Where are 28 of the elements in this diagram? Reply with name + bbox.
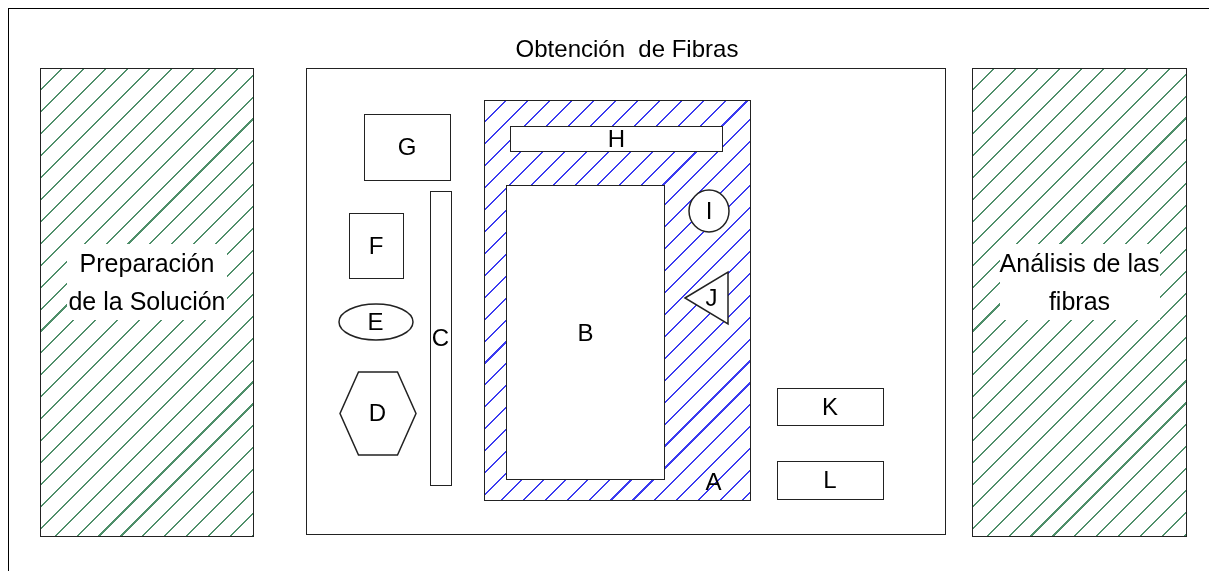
hexagon-component [338, 370, 417, 456]
component-label: G [396, 132, 418, 162]
component-label: F [367, 230, 385, 261]
component-label: H [606, 127, 627, 151]
component-label: J [704, 283, 719, 313]
ellipse-component [337, 302, 414, 341]
hatched-panel [40, 68, 254, 537]
component-box [348, 212, 404, 279]
hatched-panel [972, 68, 1187, 537]
component-label: L [822, 465, 838, 495]
component-label: E [366, 306, 385, 337]
chamber-box [506, 185, 665, 480]
component-box [776, 460, 884, 500]
component-label: I [704, 196, 714, 226]
hatched-zone [483, 99, 751, 501]
component-box [363, 113, 451, 181]
panel-label: Análisis de las fibras [999, 243, 1160, 320]
area-title: Obtención de Fibras [514, 34, 740, 64]
component-label: K [821, 391, 839, 422]
circle-component [688, 189, 730, 233]
component-label: B [576, 317, 595, 348]
triangle-component [684, 271, 729, 325]
bar-component [510, 126, 723, 152]
vertical-bar [429, 190, 452, 486]
component-box [776, 387, 884, 426]
component-label: D [367, 398, 388, 428]
component-label: C [430, 323, 451, 353]
panel-label: Preparación de la Solución [67, 243, 227, 320]
